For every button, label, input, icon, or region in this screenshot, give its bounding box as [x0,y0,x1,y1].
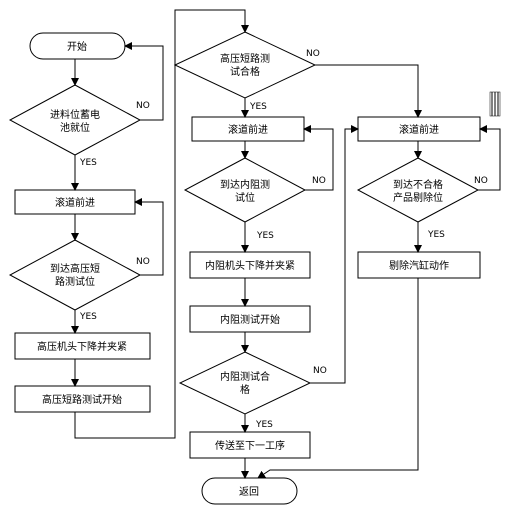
ir-pos-check-label-1: 到达内阻测 [220,178,270,191]
hv-head-down-box [14,332,151,360]
ir-head-down-label: 内阻机头下降并夹紧 [205,259,295,272]
feed-no-label: NO [136,101,150,111]
hv-pos-check-label-1: 到达高压短 [50,262,100,275]
irpos-yes-label: YES [256,231,274,241]
reject-pos-check-label-1: 到达不合格 [393,178,443,191]
reject-action-box [357,251,481,279]
hv-pos-check-label-2: 路测试位 [55,275,95,288]
reject-action-label: 剔除汽缸动作 [389,259,449,272]
rejpos-yes-label: YES [427,230,445,240]
hvpos-no-label: NO [136,257,150,267]
ir-pos-check-label-2: 试位 [235,191,255,204]
hatch-mark [489,91,501,117]
hv-test-start-box [14,385,151,413]
start-label: 开始 [67,40,87,53]
hv-pass-check-decision [173,31,317,99]
roller-1-label: 滚道前进 [55,196,95,209]
ir-pass-check-label-1: 内阻测试合 [220,370,270,383]
edge-irpass-no [310,125,359,384]
edge-reject-return [257,278,419,479]
ir-test-start-box [189,305,311,333]
roller-3-label: 滚道前进 [399,123,439,136]
reject-pos-check-label-2: 产品剔除位 [393,191,443,204]
irpass-yes-label: YES [255,420,273,430]
hvpass-yes-label: YES [249,102,267,112]
feed-check-label-2: 池就位 [60,121,90,134]
rejpos-no-label: NO [474,176,488,186]
edge-hvtest-to-col2 [74,9,249,439]
roller-2-label: 滚道前进 [228,123,268,136]
ir-pass-check-label-2: 格 [240,383,250,396]
edge-feed-no-loop [124,42,164,121]
irpos-no-label: NO [312,176,326,186]
edge-rejpos-no-loop [478,125,501,191]
hvpos-yes-label: YES [79,312,97,322]
hv-head-down-label: 高压机头下降并夹紧 [37,340,127,353]
transfer-next-box [189,431,311,459]
edge-hvpos-no-loop [134,198,164,276]
hv-pos-check-decision [8,239,142,311]
ir-head-down-box [189,251,311,279]
ir-test-start-label: 内阻测试开始 [220,313,280,326]
hv-test-start-label: 高压短路测试开始 [42,393,122,406]
return-label: 返回 [239,486,259,498]
hv-pass-check-label-1: 高压短路测 [220,52,270,65]
irpass-no-label: NO [313,366,327,376]
feed-yes-label: YES [79,158,97,168]
hv-pass-check-label-2: 试合格 [230,65,260,78]
edge-irpos-no-loop [303,125,334,191]
roller-2-box [191,116,305,142]
ir-pass-check-decision [178,351,312,415]
feed-check-label-1: 进料位蓄电 [50,108,100,121]
edge-hvpass-no [315,64,422,118]
transfer-next-label: 传送至下一工序 [215,439,285,452]
hvpass-no-label: NO [306,49,320,59]
return-terminal [201,477,298,505]
